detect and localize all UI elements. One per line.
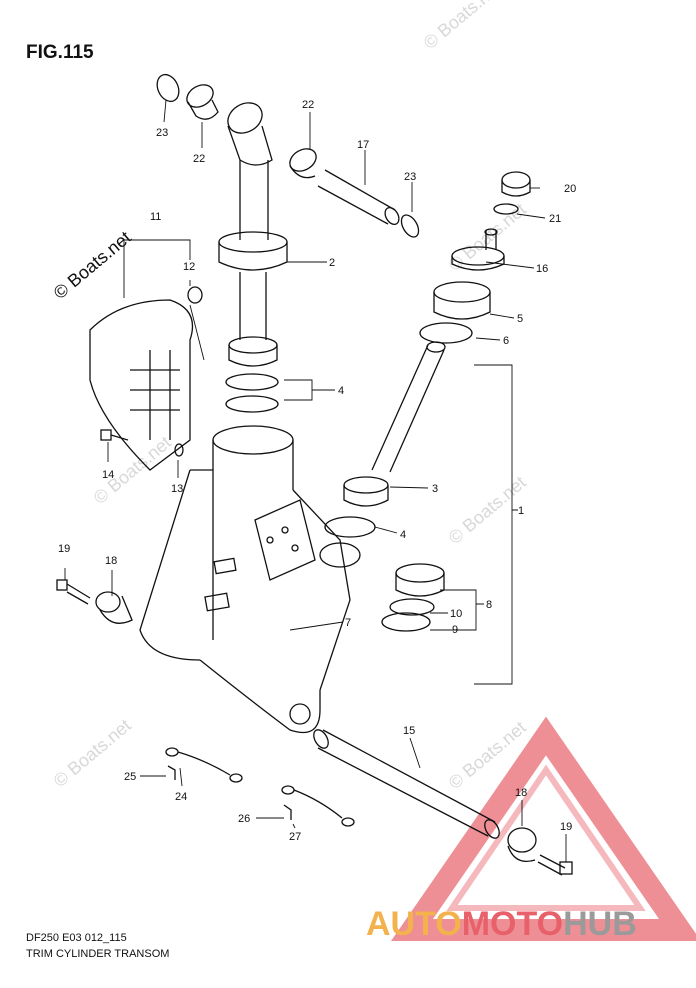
- diagram-description: TRIM CYLINDER TRANSOM: [26, 948, 170, 960]
- rod-3: [343, 341, 446, 507]
- callout-17: 17: [357, 139, 369, 151]
- callout-23-right: 23: [404, 171, 416, 183]
- callout-15: 15: [403, 725, 415, 737]
- pin-17: [317, 169, 400, 226]
- gland-5: [433, 281, 491, 320]
- callout-21: 21: [549, 213, 561, 225]
- grommet-12: [187, 286, 203, 304]
- bush-18-right: [507, 827, 537, 863]
- callout-8: 8: [486, 599, 492, 611]
- leader-lines: [64, 99, 567, 862]
- nut-20: [501, 171, 531, 197]
- o-ring-6: [419, 322, 473, 344]
- drawing: [56, 73, 573, 876]
- callout-20: 20: [564, 183, 576, 195]
- piston-rings-4: [225, 336, 279, 413]
- callout-2: 2: [329, 257, 335, 269]
- callout-7: 7: [345, 617, 351, 629]
- bolt-19-right: [537, 854, 573, 876]
- callout-3: 3: [432, 483, 438, 495]
- clip-13: [174, 443, 184, 457]
- lead-27: [281, 785, 355, 827]
- callout-5: 5: [517, 313, 523, 325]
- circlip-23-right: [400, 214, 420, 238]
- shaft-15: [313, 729, 500, 839]
- callout-4-lower: 4: [400, 529, 406, 541]
- callout-18-right: 18: [515, 787, 527, 799]
- cylinder-body-7: [139, 425, 361, 734]
- shield-11: [89, 299, 194, 471]
- callout-13: 13: [171, 483, 183, 495]
- logo-auto: AUTO: [366, 905, 462, 943]
- callout-25: 25: [124, 771, 136, 783]
- logo-moto: MOTO: [461, 905, 564, 943]
- bush-22-right: [289, 148, 317, 179]
- callout-10: 10: [450, 608, 462, 620]
- cylinder-top-eye: [227, 102, 273, 240]
- callout-19-right: 19: [560, 821, 572, 833]
- callout-14: 14: [102, 469, 114, 481]
- callout-16: 16: [536, 263, 548, 275]
- watermarks: © Boats.net © Boats.net © Boats.net © Bo…: [50, 0, 530, 793]
- callout-4-upper: 4: [338, 385, 344, 397]
- diagram-code: DF250 E03 012_115: [26, 932, 127, 944]
- bolt-14: [100, 429, 129, 441]
- watermark-top: © Boats.net: [420, 0, 505, 53]
- callout-26: 26: [238, 813, 250, 825]
- callout-11: 11: [150, 211, 161, 223]
- callout-6: 6: [503, 335, 509, 347]
- callout-9: 9: [452, 624, 458, 636]
- screw-26: [283, 804, 292, 820]
- o-ring-4: [324, 516, 376, 538]
- bush-18-left: [95, 591, 133, 624]
- bolt-19-left: [56, 579, 91, 605]
- piston-8: [381, 563, 445, 632]
- automotohub-logo: AUTOMOTOHUB: [366, 905, 637, 944]
- callout-1: 1: [518, 505, 524, 517]
- callout-27: 27: [289, 831, 301, 843]
- watermark-left-dark: © Boats.net: [50, 227, 135, 303]
- screw-25: [167, 765, 176, 780]
- washer-21: [493, 203, 519, 215]
- callout-23-left: 23: [156, 127, 168, 139]
- circlip-23-left: [156, 73, 180, 103]
- callout-22-left: 22: [193, 153, 205, 165]
- logo-triangle: [391, 716, 696, 941]
- watermark-left-bottom: © Boats.net: [50, 715, 135, 791]
- logo-hub: HUB: [563, 905, 637, 943]
- callout-24: 24: [175, 791, 187, 803]
- callouts: 1 2 3 4 4 5 6 7 8 9 10 11 12 13 14 15 16…: [58, 99, 576, 843]
- lead-24: [165, 747, 243, 783]
- callout-18-left: 18: [105, 555, 117, 567]
- callout-19-left: 19: [58, 543, 70, 555]
- bush-22-left: [186, 84, 219, 120]
- callout-12: 12: [183, 261, 195, 273]
- rod-assembly-2: [218, 231, 288, 340]
- callout-22-right: 22: [302, 99, 314, 111]
- figure-title: FIG.115: [26, 42, 94, 63]
